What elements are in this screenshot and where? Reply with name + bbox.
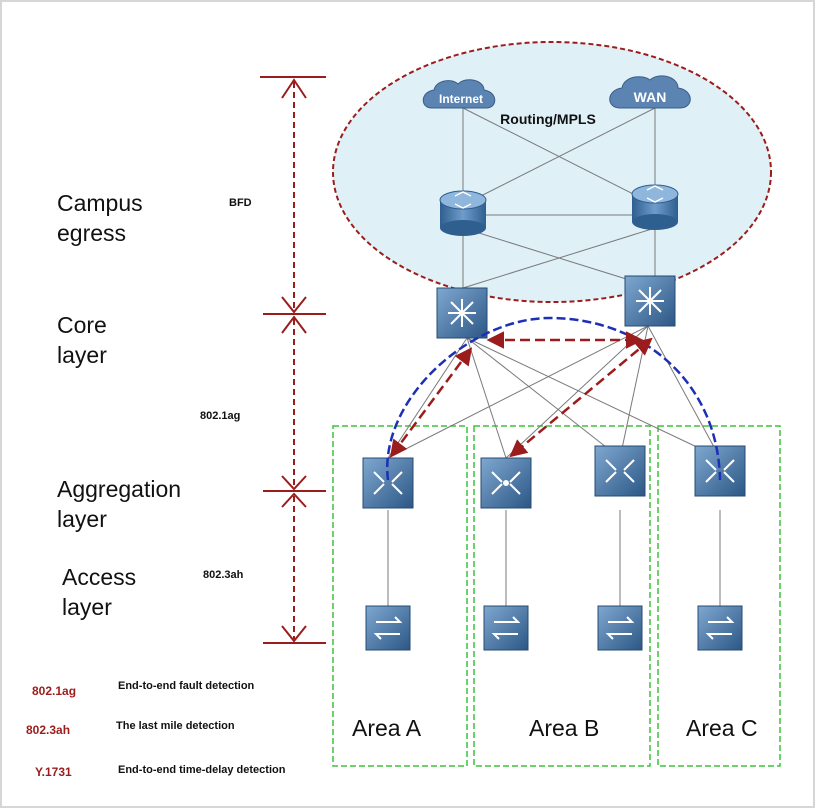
access-switch-icon (597, 605, 643, 651)
internet-label: Internet (439, 92, 483, 106)
layer-scale (260, 76, 326, 644)
dot1ag-label: 802.1ag (200, 410, 241, 422)
routing-mpls-label: Routing/MPLS (500, 111, 596, 127)
area-b-label: Area B (529, 715, 600, 741)
campus-egress-label: Campus egress (57, 188, 143, 248)
access-layer-line1: Access (62, 564, 137, 590)
oam-arrows (389, 331, 653, 458)
core-switch-icon (436, 287, 488, 339)
aggregation-switch-icon (694, 445, 746, 497)
router-icon (631, 184, 679, 230)
aggregation-switch-icon (480, 457, 532, 509)
access-layer-line2: layer (62, 594, 112, 620)
area-c-label: Area C (686, 715, 758, 741)
core-layer-line2: layer (57, 342, 107, 368)
campus-egress-line1: Campus (57, 190, 143, 216)
core-layer-line1: Core (57, 312, 107, 338)
legend-desc-dot3ah: The last mile detection (116, 720, 235, 732)
core-layer-label: Core layer (57, 310, 107, 370)
legend-code-dot3ah: 802.3ah (26, 723, 71, 737)
access-switch-icon (697, 605, 743, 651)
access-layer-label: Access layer (62, 562, 136, 622)
area-b-box (473, 425, 651, 767)
aggregation-switch-icon (594, 445, 646, 497)
bfd-link (386, 316, 722, 481)
cloud-icon: WAN (609, 75, 691, 109)
area-c-box (657, 425, 781, 767)
aggregation-layer-line2: layer (57, 506, 107, 532)
legend-desc-y1731: End-to-end time-delay detection (118, 764, 286, 776)
area-a-label: Area A (352, 715, 422, 741)
access-switch-icon (365, 605, 411, 651)
legend-desc-dot1ag: End-to-end fault detection (118, 680, 255, 692)
aggregation-layer-label: Aggregation layer (57, 474, 181, 534)
aggregation-layer-line1: Aggregation (57, 476, 182, 502)
wan-label: WAN (634, 89, 667, 105)
legend-code-dot1ag: 802.1ag (32, 684, 77, 698)
router-icon (439, 190, 487, 236)
campus-egress-line2: egress (57, 220, 127, 246)
core-switch-icon (624, 275, 676, 327)
access-switch-icon (483, 605, 529, 651)
aggregation-switch-icon (362, 457, 414, 509)
cloud-icon: Internet (422, 79, 496, 109)
legend-code-y1731: Y.1731 (35, 765, 72, 779)
campus-egress-zone (332, 41, 772, 303)
bfd-label: BFD (229, 197, 252, 209)
dot3ah-label: 802.3ah (203, 569, 244, 581)
